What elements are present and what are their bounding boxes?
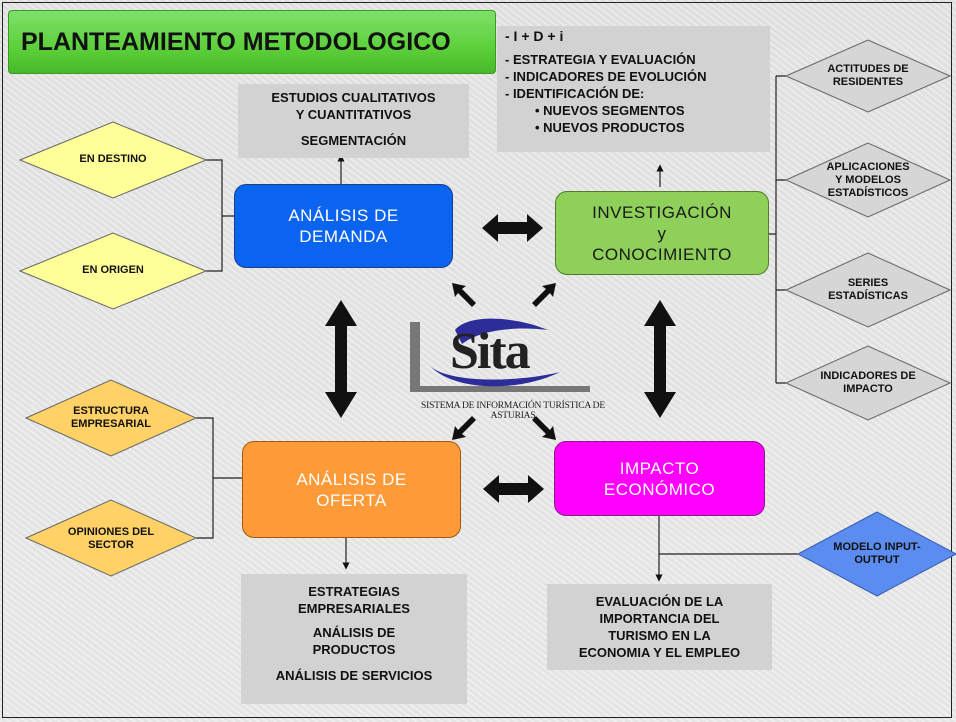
- node-analisis-oferta: ANÁLISIS DE OFERTA: [242, 441, 461, 538]
- diag-arrow-se: [532, 416, 556, 440]
- diamond-series: [784, 252, 952, 328]
- double-arrow-demanda-oferta: [325, 300, 357, 418]
- diag-arrow-ne: [532, 283, 556, 307]
- left-diamonds-bottom: [24, 379, 198, 577]
- top-right-line-2: - ESTRATEGIA Y EVALUACIÓN: [505, 52, 696, 67]
- diag-arrow-sw: [452, 416, 476, 440]
- investigacion-line-3: CONOCIMIENTO: [592, 244, 732, 264]
- top-right-line-6: • NUEVOS PRODUCTOS: [535, 120, 685, 135]
- diamond-aplicaciones: [784, 142, 952, 218]
- impacto-line-1: IMPACTO: [619, 458, 700, 478]
- impacto-line-2: ECONÓMICO: [603, 479, 716, 499]
- top-left-line-2: Y CUANTITATIVOS: [295, 107, 412, 122]
- page-title: PLANTEAMIENTO METODOLOGICO: [8, 10, 496, 74]
- label-aplicaciones: APLICACIONES Y MODELOS ESTADÍSTICOS: [818, 161, 918, 200]
- bottom-left-box: ESTRATEGIAS EMPRESARIALES ANÁLISIS DE PR…: [241, 574, 467, 704]
- top-right-line-4: - IDENTIFICACIÓN DE:: [505, 86, 645, 101]
- right-bracket: [769, 75, 786, 384]
- oferta-line-2: OFERTA: [316, 490, 387, 510]
- investigacion-line-2: y: [657, 223, 667, 243]
- investigacion-line-1: INVESTIGACIÓN: [592, 202, 732, 222]
- diamond-opiniones: [24, 499, 198, 577]
- label-estructura-line-1: ESTRUCTURA: [73, 405, 149, 417]
- node-investigacion: INVESTIGACIÓN y CONOCIMIENTO: [555, 191, 769, 275]
- top-left-line-1: ESTUDIOS CUALITATIVOS: [271, 90, 436, 105]
- label-estructura: ESTRUCTURA EMPRESARIAL: [56, 405, 166, 431]
- bottom-left-line-1: ESTRATEGIAS: [308, 584, 400, 599]
- sita-logo-caption: SISTEMA DE INFORMACIÓN TURÍSTICA DE ASTU…: [421, 401, 605, 421]
- label-series: SERIES ESTADÍSTICAS: [818, 277, 918, 303]
- label-estructura-line-2: EMPRESARIAL: [70, 418, 152, 430]
- bottom-left-line-5: ANÁLISIS DE SERVICIOS: [275, 668, 433, 683]
- demanda-line-2: DEMANDA: [299, 227, 388, 246]
- right-diamonds: [784, 39, 952, 421]
- diamond-en-destino: [18, 121, 208, 199]
- label-opiniones: OPINIONES DEL SECTOR: [56, 526, 166, 552]
- label-opiniones-line-2: SECTOR: [88, 539, 134, 551]
- label-series-line-1: SERIES: [847, 277, 889, 289]
- top-left-box: ESTUDIOS CUALITATIVOS Y CUANTITATIVOS SE…: [238, 84, 469, 158]
- label-en-origen-text: EN ORIGEN: [82, 264, 144, 276]
- top-right-line-1: - I + D + i: [505, 28, 564, 44]
- bottom-right-box: EVALUACIÓN DE LA IMPORTANCIA DEL TURISMO…: [547, 584, 772, 670]
- double-arrow-investigacion-impacto: [644, 300, 676, 418]
- left-bottom-bracket: [196, 417, 242, 539]
- label-actitudes-line-1: ACTITUDES DE: [827, 63, 909, 75]
- label-en-destino-text: EN DESTINO: [79, 153, 147, 165]
- diamond-en-origen: [18, 232, 208, 310]
- label-aplicaciones-line-1: APLICACIONES: [826, 161, 910, 173]
- top-left-line-3: SEGMENTACIÓN: [300, 133, 407, 148]
- top-right-line-3: - INDICADORES DE EVOLUCIÓN: [505, 69, 707, 84]
- bottom-right-line-3: TURISMO EN LA: [608, 628, 711, 643]
- label-io-line-1: MODELO INPUT-: [833, 541, 921, 553]
- bottom-left-line-3: ANÁLISIS DE: [312, 625, 396, 640]
- label-indicadores-line-2: IMPACTO: [843, 383, 893, 395]
- diamond-actitudes: [784, 39, 952, 113]
- top-right-line-5: • NUEVOS SEGMENTOS: [535, 103, 685, 118]
- sita-logo-graphic: [410, 318, 590, 392]
- top-right-box: - I + D + i - ESTRATEGIA Y EVALUACIÓN - …: [497, 26, 770, 152]
- diamond-indicadores: [784, 345, 952, 421]
- node-analisis-demanda: ANÁLISIS DE DEMANDA: [234, 184, 453, 268]
- left-diamonds-top: [18, 121, 208, 310]
- node-impacto-economico: IMPACTO ECONÓMICO: [554, 441, 765, 516]
- label-en-origen: EN ORIGEN: [63, 264, 163, 277]
- bottom-left-line-2: EMPRESARIALES: [298, 601, 410, 616]
- diamond-estructura: [24, 379, 198, 457]
- bottom-right-line-4: ECONOMIA Y EL EMPLEO: [578, 645, 741, 660]
- demanda-line-1: ANÁLISIS DE: [288, 206, 399, 225]
- double-arrow-oferta-impacto: [483, 475, 544, 503]
- label-series-line-2: ESTADÍSTICAS: [828, 290, 908, 302]
- label-actitudes: ACTITUDES DE RESIDENTES: [818, 63, 918, 89]
- bottom-left-line-4: PRODUCTOS: [312, 642, 396, 657]
- label-actitudes-line-2: RESIDENTES: [832, 76, 904, 88]
- label-input-output: MODELO INPUT- OUTPUT: [822, 541, 932, 567]
- oferta-line-1: ANÁLISIS DE: [296, 469, 407, 489]
- label-opiniones-line-1: OPINIONES DEL: [67, 526, 155, 538]
- left-top-bracket: [205, 159, 234, 272]
- label-en-destino: EN DESTINO: [63, 153, 163, 166]
- diamond-input-output: [796, 511, 956, 597]
- label-aplicaciones-line-2: Y MODELOS: [835, 174, 901, 186]
- label-io-line-2: OUTPUT: [854, 554, 900, 566]
- label-indicadores: INDICADORES DE IMPACTO: [813, 370, 923, 396]
- bottom-right-line-1: EVALUACIÓN DE LA: [595, 594, 724, 609]
- label-aplicaciones-line-3: ESTADÍSTICOS: [827, 187, 909, 199]
- diag-arrow-nw: [452, 283, 476, 307]
- double-arrow-demanda-investigacion: [482, 214, 543, 242]
- label-indicadores-line-1: INDICADORES DE: [820, 370, 916, 382]
- bottom-right-line-2: IMPORTANCIA DEL: [599, 611, 720, 626]
- sita-logo-text: Sita: [450, 323, 531, 380]
